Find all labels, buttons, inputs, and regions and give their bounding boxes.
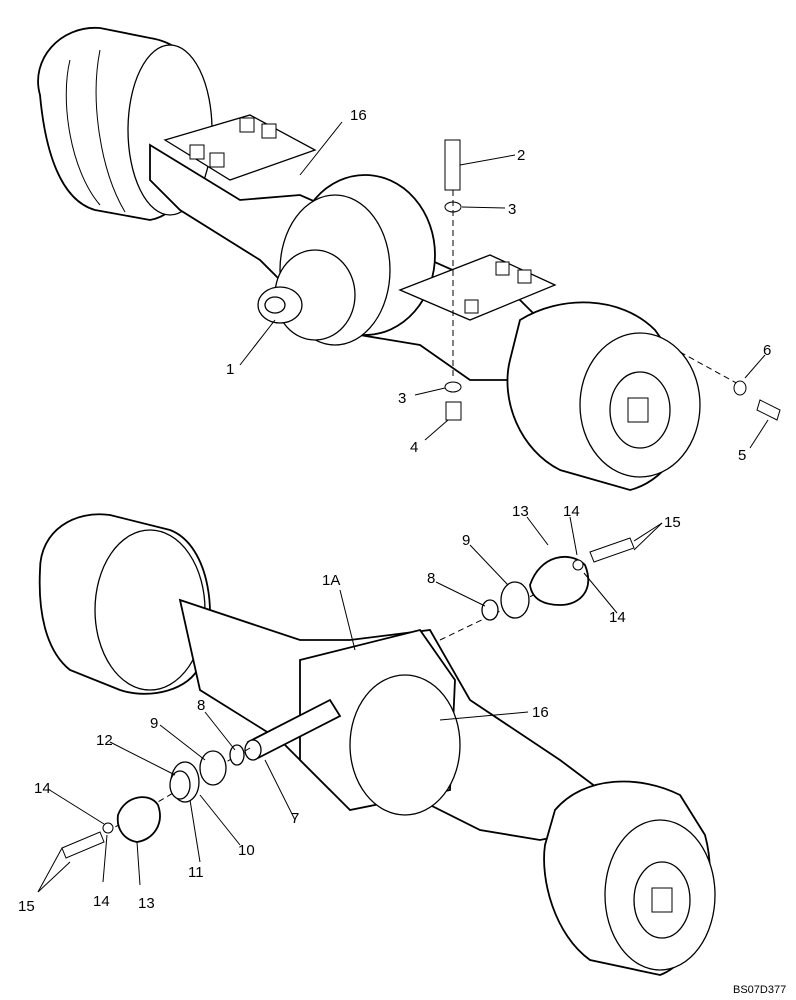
callout-2: 2: [517, 147, 525, 164]
callout-14-left-bottom: 14: [93, 893, 110, 910]
lower-right-wheel-hub: [543, 780, 716, 976]
item-13-cover-left: [116, 796, 161, 843]
callout-labels: 16 2 3 1 3 4 6 5 1A 9 8 13 14 14 15 16 8…: [18, 107, 771, 915]
callout-14-right-top: 14: [563, 503, 580, 520]
callout-16-lower: 16: [532, 704, 549, 721]
item-10-ring: [169, 770, 191, 800]
item-8-o-ring-left: [229, 744, 245, 766]
item-4-nut: [445, 401, 462, 421]
callout-12: 12: [96, 732, 113, 749]
item-3-washer-lower: [444, 381, 462, 393]
upper-right-pad-bolts: [464, 261, 532, 314]
upper-right-wheel-hub: [506, 301, 701, 491]
callout-10: 10: [238, 842, 255, 859]
callout-7: 7: [291, 810, 299, 827]
lower-hub-logo-plate: [651, 887, 673, 913]
item-14-washer-left: [102, 822, 114, 834]
item-9-seal-right: [500, 581, 530, 619]
upper-left-mount-pad: [163, 114, 317, 181]
item-8-o-ring-right: [481, 599, 499, 621]
callout-1A: 1A: [322, 572, 340, 589]
upper-differential-carrier: [257, 174, 436, 346]
callout-5: 5: [738, 447, 746, 464]
item-6-washer: [733, 380, 747, 396]
callout-8-right: 8: [427, 570, 435, 587]
callout-9-left: 9: [150, 715, 158, 732]
callout-14-right-bottom: 14: [609, 609, 626, 626]
callout-11: 11: [188, 864, 204, 881]
hub-bolt-hardware: [679, 351, 781, 421]
item-13-cover-right: [529, 556, 590, 606]
drawing-code: BS07D377: [733, 984, 786, 996]
upper-hub-logo-plate: [627, 397, 649, 423]
upper-right-mount-pad: [398, 254, 557, 321]
item-9-seal-left: [199, 750, 227, 786]
item-5-bolt: [756, 399, 781, 421]
callout-9-right: 9: [462, 532, 470, 549]
callout-3-upper: 3: [508, 201, 516, 218]
lower-differential-carrier: [299, 628, 461, 816]
upper-axle-assembly: [37, 27, 701, 491]
callout-4: 4: [410, 439, 418, 456]
upper-left-pad-bolts: [189, 117, 277, 168]
item-2-bolt: [444, 139, 461, 191]
callout-16-upper: 16: [350, 107, 367, 124]
callout-13-right: 13: [512, 503, 529, 520]
right-seal-stack: [439, 537, 635, 641]
item-15-bolts-left: [61, 831, 105, 859]
callout-1: 1: [226, 361, 234, 378]
callout-13-left: 13: [138, 895, 155, 912]
callout-6: 6: [763, 342, 771, 359]
lower-axle-assembly: [38, 513, 716, 976]
item-15-bolts-right: [589, 537, 635, 563]
callout-14-left-top: 14: [34, 780, 51, 797]
callout-3-lower: 3: [398, 390, 406, 407]
callout-15-left: 15: [18, 898, 35, 915]
mount-hardware-stack: [444, 139, 462, 421]
left-seal-stack: [61, 744, 251, 859]
item-14-washer-right: [572, 559, 584, 571]
callout-15-right: 15: [664, 514, 681, 531]
leader-lines: [37, 121, 769, 893]
callout-8-left: 8: [197, 697, 205, 714]
